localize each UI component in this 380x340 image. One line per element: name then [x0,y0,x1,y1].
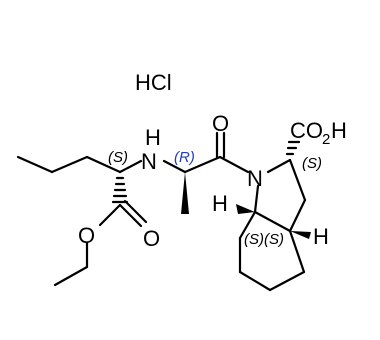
bond-hex-4 [268,270,306,292]
bond-ester-co-1 [118,203,143,228]
bond-c-carbonyl [183,155,222,174]
stereo-left: (S) [108,149,128,166]
bond-ch2-fusion [288,198,307,233]
atom-o-ester: O [78,223,95,248]
acid-subscript: 2 [322,131,330,148]
bond-propyl-1 [16,155,54,174]
hashed-wedge-acid [285,140,301,156]
bond-hex-1 [238,210,257,240]
bond-cs-ch2 [288,158,307,202]
atom-h-right: H [313,224,329,249]
bond-fusion [253,210,292,233]
bond-ester-o [98,203,122,227]
atom-n-ring: N [247,166,263,191]
hashed-wedge-ester [111,176,129,204]
wedge-h-left [236,204,255,214]
acid-h: H [331,118,347,143]
atom-o-carbonyl: O [212,111,229,136]
atom-o-ester-double: O [143,226,160,251]
bond-propyl-2 [50,155,89,174]
wedge-h-right [290,231,311,239]
bond-propyl-3 [85,155,122,174]
stereo-alanine: (R) [174,149,195,166]
bond-hex-3 [238,270,272,292]
atom-h-amine: H [145,125,161,150]
wedge-methyl [181,172,189,214]
bond-c-nh [118,159,143,174]
stereo-proline: (S) [302,155,322,172]
bond-n-fusion [253,184,260,214]
atom-h-left: H [212,191,228,216]
bond-ethyl [53,265,89,287]
acid-main: CO [290,118,323,143]
salt-label: HCl [135,70,172,95]
bond-carbonyl-n [218,155,250,174]
bond-nh-c [162,159,187,174]
bond-hex-5 [288,229,306,274]
stereo-fusion: (S)(S) [244,231,284,248]
bond-ester-co-2 [123,199,148,224]
atom-n-amine: N [141,149,157,174]
acid-group: CO [290,118,323,143]
bond-n-cs [266,158,292,174]
